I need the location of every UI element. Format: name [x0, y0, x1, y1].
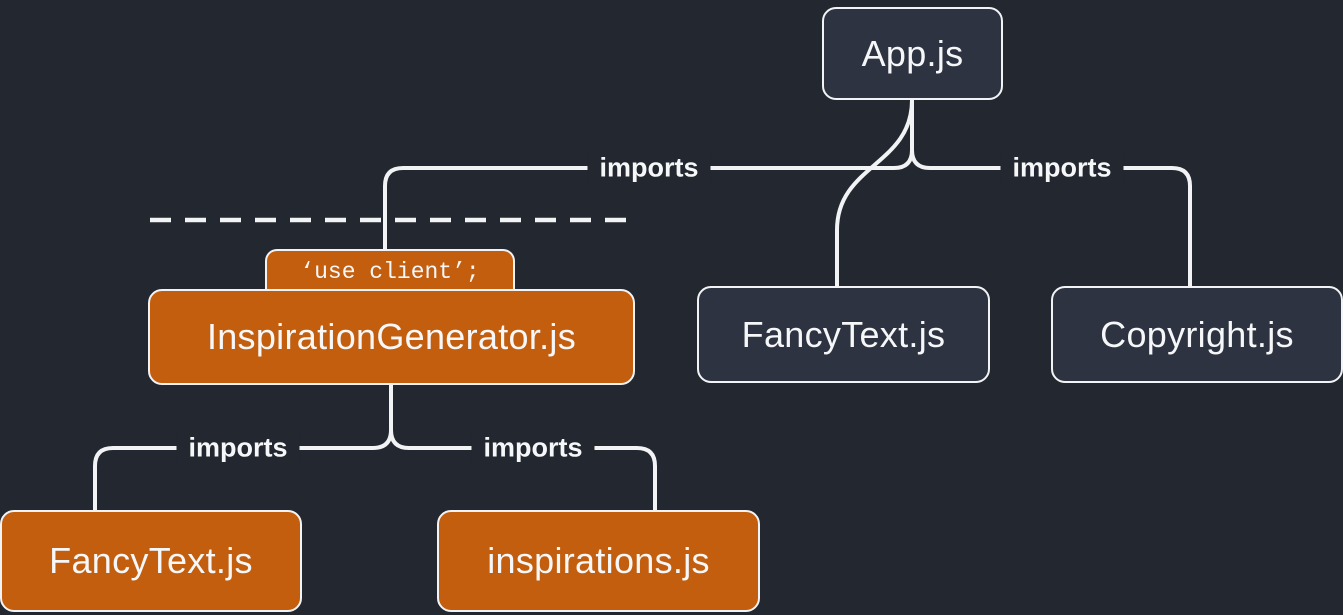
- node-copyright: Copyright.js: [1051, 286, 1343, 383]
- node-inspirations-label: inspirations.js: [487, 540, 710, 581]
- use-client-directive-badge: ‘use client’;: [265, 249, 515, 293]
- edge-label-inspirationgenerator-fancytext: imports: [176, 432, 300, 464]
- node-app-label: App.js: [861, 32, 964, 74]
- node-inspirationgenerator: InspirationGenerator.js: [148, 289, 635, 385]
- edge-app-to-copyright: [910, 100, 1192, 287]
- use-client-directive-text: ‘use client’;: [300, 259, 480, 285]
- edge-label-inspirationgenerator-inspirations: imports: [471, 432, 595, 464]
- node-fancytext-client: FancyText.js: [0, 510, 302, 612]
- edge-label-app-copyright: imports: [1000, 152, 1124, 184]
- node-fancytext-server: FancyText.js: [697, 286, 990, 383]
- edge-app-to-fancytext: [835, 99, 914, 287]
- node-fancytext-server-label: FancyText.js: [741, 313, 946, 355]
- node-inspirations: inspirations.js: [437, 510, 760, 612]
- node-fancytext-client-label: FancyText.js: [49, 540, 253, 581]
- node-copyright-label: Copyright.js: [1100, 313, 1294, 355]
- node-inspirationgenerator-label: InspirationGenerator.js: [206, 316, 577, 357]
- edge-label-app-inspirationgenerator: imports: [587, 152, 711, 184]
- node-app: App.js: [822, 7, 1003, 100]
